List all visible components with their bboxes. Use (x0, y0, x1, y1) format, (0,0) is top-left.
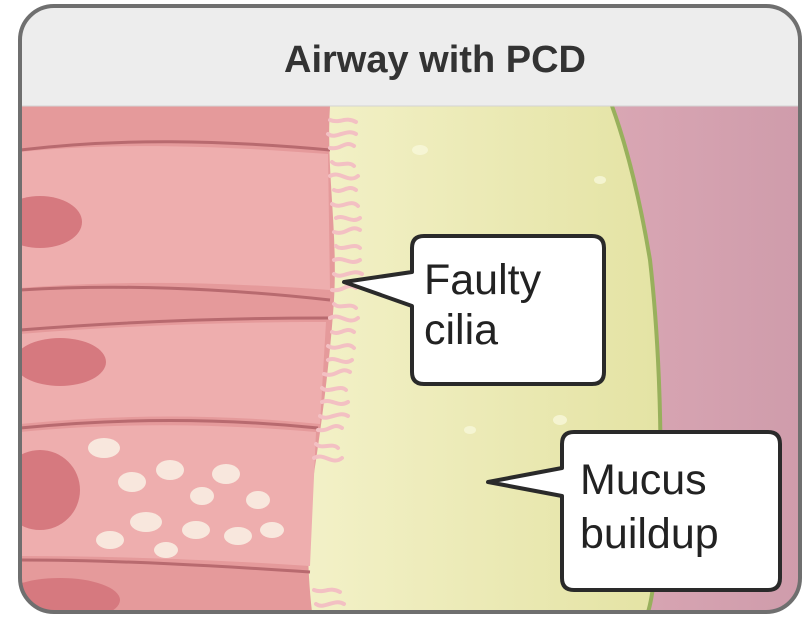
diagram-title: Airway with PCD (284, 39, 586, 81)
callout-faulty-cilia-line2: cilia (424, 306, 498, 354)
callout-faulty-cilia-line1: Faulty (424, 256, 542, 304)
callout-mucus-buildup-line1: Mucus (580, 456, 707, 504)
callout-mucus-buildup-line2: buildup (580, 510, 719, 558)
